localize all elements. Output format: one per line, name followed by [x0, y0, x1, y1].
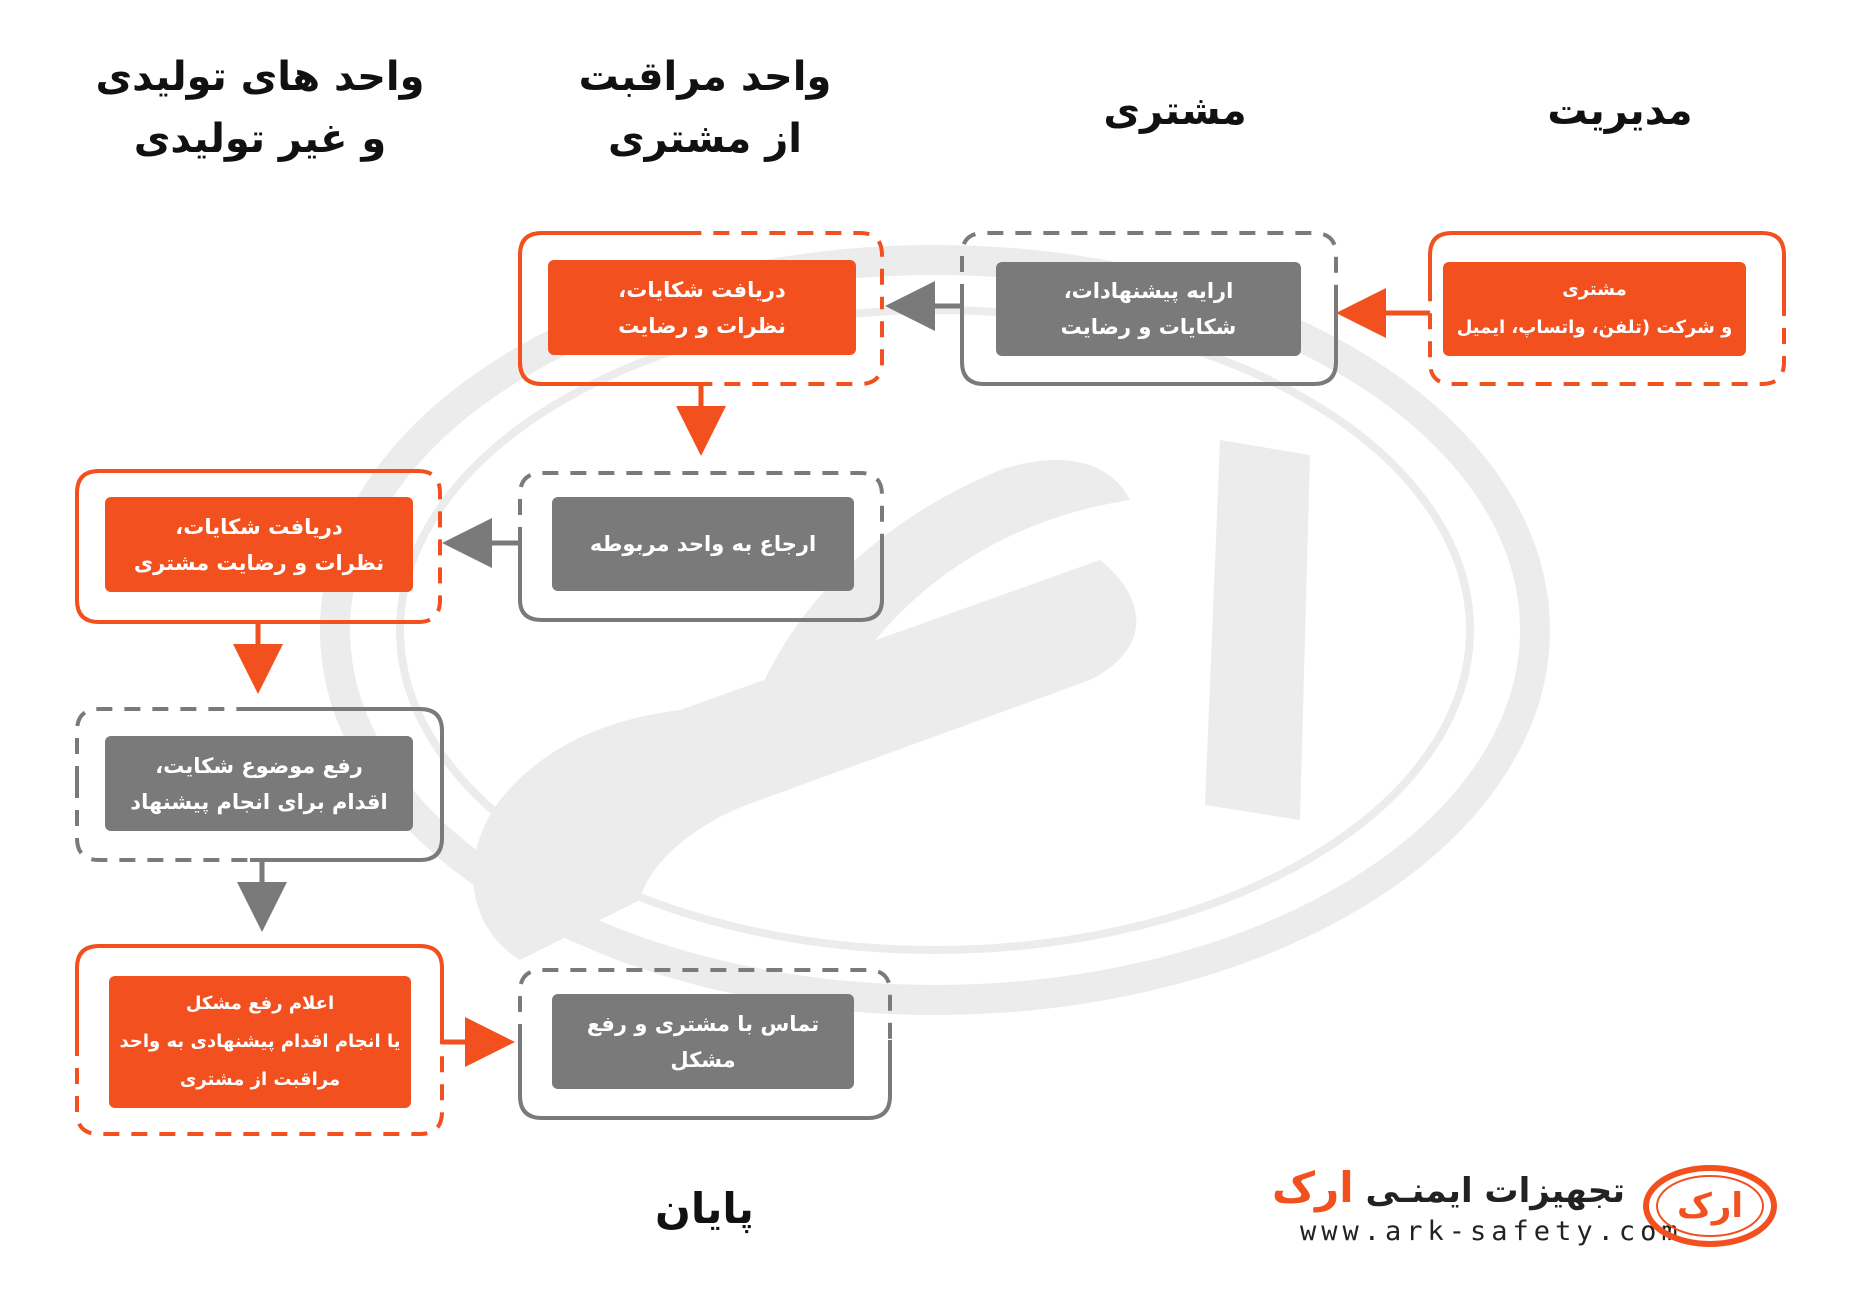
frame-receive-unit	[75, 469, 442, 624]
node-contact-customer: تماس با مشتری و رفع مشکل	[552, 994, 854, 1089]
column-title-care-unit: واحد مراقبت از مشتری	[578, 54, 832, 162]
node-create-channels: ایجاد راه های ارتباطی بین مشتری و شرکت (…	[1443, 241, 1746, 376]
node-refer-unit: ارجاع به واحد مربوطه	[552, 497, 854, 591]
node-receive-feedback-care: دریافت شکایات، نظرات و رضایت	[548, 260, 856, 355]
node-receive-feedback-unit: دریافت شکایات، نظرات و رضایت مشتری	[105, 497, 413, 592]
brand-name: تجهیزات ایمنـی ارک	[1272, 1163, 1625, 1212]
column-title-production-units: واحد های تولیدی و غیر تولیدی	[95, 54, 425, 162]
frame-resolve-issue	[75, 707, 444, 862]
frame-submit-feedback	[960, 231, 1338, 386]
brand-name-prefix: تجهیزات ایمنـی	[1365, 1171, 1625, 1211]
frame-contact-customer	[518, 968, 892, 1120]
ark-logo-icon: ارک	[1640, 1164, 1780, 1248]
frame-announce-fix	[75, 944, 444, 1136]
column-title-management: مدیریت	[1547, 88, 1693, 134]
brand-name-highlight: ارک	[1272, 1163, 1354, 1212]
node-announce-fix: اعلام رفع مشکل یا انجام اقدام پیشنهادی ب…	[109, 976, 411, 1108]
logo-text: ارک	[1676, 1186, 1744, 1226]
frame-refer-unit	[518, 471, 884, 622]
node-resolve-issue: رفع موضوع شکایت، اقدام برای انجام پیشنها…	[105, 736, 413, 831]
end-label: پایان	[655, 1184, 754, 1233]
brand-url: www.ark-safety.com	[1300, 1216, 1683, 1247]
frame-create-channels	[1428, 231, 1786, 386]
column-title-customer: مشتری	[1103, 88, 1247, 134]
node-submit-feedback: ارایه پیشنهادات، شکایات و رضایت	[996, 262, 1301, 356]
